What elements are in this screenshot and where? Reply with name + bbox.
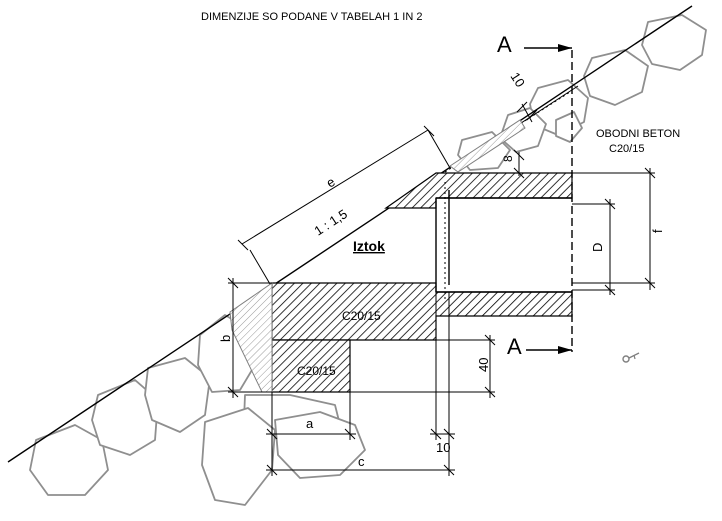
dimension-e bbox=[237, 125, 451, 285]
edge-concrete-strip bbox=[449, 119, 526, 173]
ground-slope-line bbox=[7, 5, 693, 463]
dim-b-label: b bbox=[218, 335, 233, 342]
slope-ratio-label: 1 : 1,5 bbox=[311, 206, 349, 238]
section-arrow-top bbox=[524, 44, 572, 52]
dimension-10-top bbox=[516, 101, 538, 123]
dimension-a bbox=[266, 392, 356, 440]
riprap-stones-upper bbox=[457, 14, 707, 171]
dim-d-label: D bbox=[590, 243, 605, 252]
edge-concrete-title: OBODNI BETON bbox=[596, 128, 680, 140]
dim-8-label: 8 bbox=[501, 155, 515, 162]
section-marker-top: A bbox=[497, 32, 512, 57]
dim-e-label: e bbox=[323, 174, 337, 191]
headwall-concrete bbox=[229, 172, 573, 393]
dim-10-bottom-label: 10 bbox=[436, 440, 450, 455]
dimension-f bbox=[572, 167, 656, 290]
dim-40-label: 40 bbox=[476, 358, 491, 372]
dimension-8 bbox=[513, 149, 525, 179]
watermark-logo: Iztok bbox=[353, 238, 385, 254]
dim-f-label: f bbox=[650, 229, 665, 233]
concrete-label-lower: C20/15 bbox=[297, 364, 336, 378]
culvert-pipe bbox=[435, 182, 572, 300]
section-marker-bottom: A bbox=[507, 334, 522, 359]
dim-c-label: c bbox=[358, 454, 365, 469]
drawing-note: DIMENZIJE SO PODANE V TABELAH 1 IN 2 bbox=[201, 11, 422, 23]
dimension-d bbox=[572, 198, 616, 296]
dimension-40 bbox=[350, 334, 496, 398]
dimension-b bbox=[227, 277, 272, 398]
dim-a-label: a bbox=[306, 416, 314, 431]
dimension-10-bottom bbox=[430, 292, 455, 440]
dimension-c bbox=[266, 292, 455, 476]
riprap-stones-lower bbox=[29, 314, 366, 506]
edge-concrete-grade: C20/15 bbox=[609, 143, 644, 155]
key-icon bbox=[622, 352, 640, 363]
dim-10-top-label: 10 bbox=[507, 69, 527, 89]
concrete-label-upper: C20/15 bbox=[342, 309, 381, 323]
section-arrow-bottom bbox=[526, 346, 572, 354]
